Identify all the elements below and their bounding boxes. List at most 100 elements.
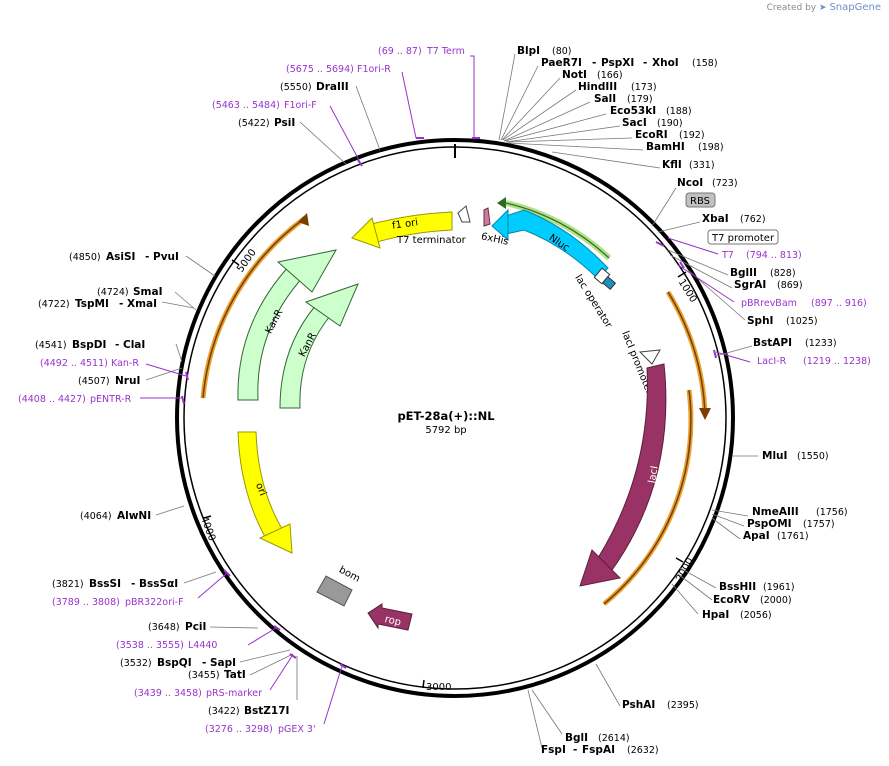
site-xbai-pos: (762) [740, 214, 766, 225]
orange-feature-lower-core [603, 389, 692, 605]
site-hpai: HpaI [702, 609, 729, 621]
primer-prs-marker-range: (3439 .. 3458) [134, 688, 202, 699]
f1-ori-label: f1 ori [391, 217, 418, 232]
snapgene-logo-icon: ➤ [819, 3, 827, 13]
plasmid-name: pET-28a(+)::NL [397, 409, 495, 423]
orange-feature-laci-core [667, 291, 706, 416]
tick-1000 [677, 271, 687, 278]
site-blpi-pos: (80) [552, 46, 572, 57]
site-ecori-pos: (192) [679, 130, 705, 141]
credit-prefix: Created by [766, 3, 817, 13]
site-smai-pos: (4724) [97, 287, 129, 298]
site-kfli-pos: (331) [689, 160, 715, 171]
site-hindiii-pos: (173) [631, 82, 657, 93]
site-apai: ApaI [743, 530, 770, 542]
site-bspdi-pos: (4541) [35, 340, 67, 351]
site-tati: TatI [224, 669, 246, 681]
lac-operator-blue-box [601, 276, 617, 290]
site-bsshii: BssHII [719, 581, 756, 593]
site-sali: SalI [594, 93, 616, 105]
site-pshai-pos: (2395) [667, 700, 699, 711]
site-mlui-pos: (1550) [797, 451, 829, 462]
tick-label-3000: 3000 [426, 682, 451, 693]
primer-f1ori-f: F1ori-F [284, 100, 317, 111]
site-mlui: MluI [762, 450, 787, 462]
site-apai-pos: (1761) [777, 531, 809, 542]
snapgene-brand: SnapGene [829, 2, 881, 13]
site-bsssai: BssSαI [139, 578, 178, 590]
site-bstz17i: BstZ17I [244, 705, 289, 717]
site-bsshii-pos: (1961) [763, 582, 795, 593]
primer-pentr-r: pENTR-R [90, 394, 132, 405]
ori-label: ori [253, 481, 268, 497]
site-bspqi: BspQI [157, 657, 192, 669]
orange-arrowhead-1 [699, 408, 711, 420]
his-tag-feature [483, 207, 491, 227]
site-draiii-pos: (5550) [280, 82, 312, 93]
primer-kan-r: Kan-R [111, 358, 139, 369]
nluc-arrowhead [491, 208, 509, 242]
site-psii-pos: (5422) [238, 118, 270, 129]
primer-pbrrevbam: pBRrevBam [741, 298, 797, 309]
site-separator-6: - [115, 339, 119, 351]
ori-arrowhead [258, 523, 293, 554]
site-hindiii: HindIII [578, 81, 617, 93]
tick-label-5000: 5000 [235, 247, 259, 274]
primer-pbr322ori-f: pBR322ori-F [125, 597, 184, 608]
site-fspai-pos: (2632) [627, 745, 659, 756]
right-primer-lines [470, 55, 751, 363]
site-draiii: DraIII [316, 81, 349, 93]
primer-prs-marker: pRS-marker [206, 688, 262, 699]
primer-t7term: T7 Term [426, 46, 465, 57]
site-hpai-pos: (2056) [740, 610, 772, 621]
site-pcii-pos: (3648) [148, 622, 180, 633]
site-nmeaiii-pos: (1756) [816, 507, 848, 518]
site-smai: SmaI [133, 286, 163, 298]
site-pvui: PvuI [153, 251, 179, 263]
site-sgrai-pos: (869) [777, 280, 803, 291]
site-xhoi-pos: (158) [692, 58, 718, 69]
site-tspmi-pos: (4722) [38, 299, 70, 310]
site-asisi: AsiSI [106, 251, 135, 263]
site-pspomi-pos: (1757) [803, 519, 835, 530]
site-ncoi: NcoI [677, 177, 703, 189]
site-fspi: FspI [541, 744, 566, 756]
primer-pgex3-range: (3276 .. 3298) [205, 724, 273, 735]
primer-t7term-range: (69 .. 87) [378, 46, 422, 57]
site-bsssi: BssSI [89, 578, 121, 590]
laci-label: lacI [647, 465, 661, 484]
site-eco53ki-pos: (188) [666, 106, 692, 117]
rbs-label: RBS [690, 196, 710, 207]
site-separator-8: - [202, 657, 206, 669]
site-sphi: SphI [747, 315, 773, 327]
tick-3000 [422, 679, 425, 689]
bom-label: bom [337, 565, 362, 585]
site-bglii: BglII [730, 267, 757, 279]
site-ecorv-pos: (2000) [760, 595, 792, 606]
site-nrui: NruI [115, 375, 140, 387]
site-saci: SacI [622, 117, 647, 129]
primer-laci-r-range: (1219 .. 1238) [803, 356, 871, 367]
rop-label: rop [384, 614, 403, 629]
orange-feature-left-core [202, 217, 306, 399]
site-nrui-pos: (4507) [78, 376, 110, 387]
primer-laci-r: LacI-R [757, 356, 787, 367]
primer-l4440-range: (3538 .. 3555) [116, 640, 184, 651]
site-xhoi: XhoI [652, 57, 679, 69]
f1-ori-arrowhead [351, 217, 381, 249]
site-sali-pos: (179) [627, 94, 653, 105]
site-alwni: AlwNI [117, 510, 151, 522]
primer-f1ori-r: F1ori-R [357, 64, 391, 75]
site-blpi: BlpI [517, 45, 540, 57]
laci-promoter-arrow [638, 349, 661, 365]
site-separator-3: - [573, 744, 577, 756]
rbs-box [685, 192, 716, 208]
site-noti-pos: (166) [597, 70, 623, 81]
site-clai: ClaI [123, 339, 145, 351]
site-psii: PsiI [274, 117, 295, 129]
primer-f1ori-f-range: (5463 .. 5484) [212, 100, 280, 111]
site-ecori: EcoRI [635, 129, 668, 141]
site-saci-pos: (190) [657, 118, 683, 129]
t7-terminator-arrow [457, 205, 471, 223]
